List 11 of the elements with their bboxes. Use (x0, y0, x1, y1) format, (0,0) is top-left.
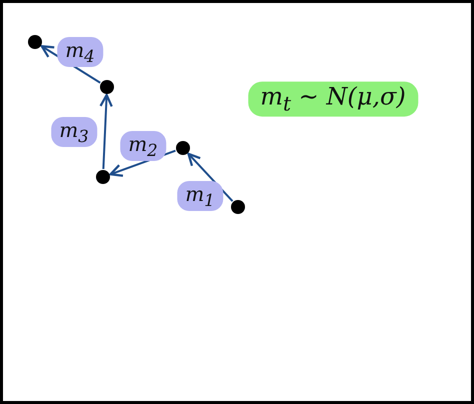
point-dot (231, 200, 245, 214)
point-dot (176, 141, 190, 155)
point-dot (100, 80, 114, 94)
point-dot (28, 35, 42, 49)
edge-label: m$_{3}$ (51, 117, 97, 147)
formula: m$_{t}$ ∼ N(μ,σ) (248, 82, 418, 116)
edge-label: m$_{2}$ (120, 131, 166, 161)
edge-label: m$_{1}$ (177, 181, 223, 211)
arrow (99, 94, 113, 170)
point-dot (96, 170, 110, 184)
edge-label: m$_{4}$ (57, 37, 103, 67)
